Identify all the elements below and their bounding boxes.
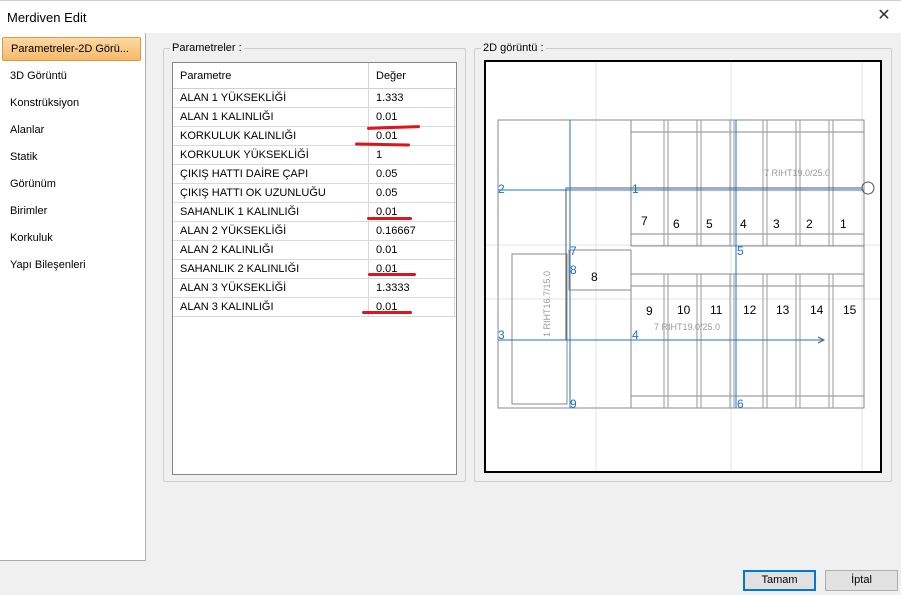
- stair-plan-drawing: 1 2 3 4 5 6 7 8 9 7 RIHT19.0/25.0 7 RIHT…: [486, 62, 880, 471]
- table-row[interactable]: ALAN 1 KALINLIĞI 0.01: [173, 108, 456, 127]
- param-value[interactable]: 0.16667: [376, 225, 416, 237]
- flight-label-top: 7 RIHT19.0/25.0: [764, 168, 830, 178]
- param-name: ÇIKIŞ HATTI OK UZUNLUĞU: [180, 187, 326, 199]
- param-name: ALAN 2 KALINLIĞI: [180, 244, 274, 256]
- param-value[interactable]: 0.01: [376, 130, 398, 142]
- sidebar-item-static[interactable]: Statik: [10, 151, 38, 163]
- table-row[interactable]: KORKULUK KALINLIĞI 0.01: [173, 127, 456, 146]
- param-value[interactable]: 1: [376, 149, 383, 161]
- param-value[interactable]: 0.01: [376, 263, 398, 275]
- param-name: ÇIKIŞ HATTI DAİRE ÇAPI: [180, 168, 309, 180]
- axis-label: 6: [737, 397, 744, 411]
- param-name: KORKULUK KALINLIĞI: [180, 130, 297, 142]
- step-number: 12: [743, 303, 757, 317]
- flight-label-bottom: 7 RIHT19.0/25.0: [654, 322, 720, 332]
- table-row[interactable]: ÇIKIŞ HATTI DAİRE ÇAPI 0.05: [173, 165, 456, 184]
- stair-preview-canvas[interactable]: 1 2 3 4 5 6 7 8 9 7 RIHT19.0/25.0 7 RIHT…: [484, 60, 882, 473]
- param-value[interactable]: 0.01: [376, 206, 398, 218]
- axis-label: 1: [632, 182, 639, 196]
- axis-label: 5: [737, 244, 744, 258]
- param-name: ALAN 2 YÜKSEKLİĞİ: [180, 225, 287, 237]
- sidebar-item-building-components[interactable]: Yapı Bileşenleri: [10, 259, 86, 271]
- param-value[interactable]: 0.01: [376, 244, 398, 256]
- axis-label: 4: [632, 328, 639, 342]
- step-number: 2: [806, 217, 813, 231]
- step-number: 13: [776, 303, 790, 317]
- flight-label-side: 1 RIHT16.7/15.0: [542, 271, 552, 337]
- step-number: 7: [641, 214, 648, 228]
- table-row[interactable]: ÇIKIŞ HATTI OK UZUNLUĞU 0.05: [173, 184, 456, 203]
- param-value[interactable]: 0.01: [376, 111, 398, 123]
- step-number: 6: [673, 217, 680, 231]
- table-row[interactable]: ALAN 3 KALINLIĞI 0.01: [173, 298, 456, 317]
- table-row[interactable]: SAHANLIK 2 KALINLIĞI 0.01: [173, 260, 456, 279]
- column-header-value[interactable]: Değer: [376, 70, 406, 82]
- red-underline-mark: [368, 273, 416, 276]
- param-value[interactable]: 0.05: [376, 168, 398, 180]
- step-number: 4: [740, 217, 747, 231]
- red-underline-mark: [362, 311, 412, 314]
- close-icon[interactable]: ✕: [877, 7, 891, 24]
- preview-group-label: 2D görüntü :: [481, 42, 546, 54]
- axis-label: 2: [498, 182, 505, 196]
- param-name: ALAN 1 KALINLIĞI: [180, 111, 274, 123]
- landing-number: 8: [591, 270, 598, 284]
- title-bar: Merdiven Edit ✕: [0, 0, 901, 33]
- table-row[interactable]: ALAN 3 YÜKSEKLİĞİ 1.3333: [173, 279, 456, 298]
- param-value[interactable]: 1.3333: [376, 282, 410, 294]
- param-name: ALAN 3 YÜKSEKLİĞİ: [180, 282, 287, 294]
- sidebar: Parametreler-2D Görü... 3D Görüntü Konst…: [0, 33, 146, 561]
- step-number: 10: [677, 303, 691, 317]
- step-number: 15: [843, 303, 857, 317]
- param-name: ALAN 3 KALINLIĞI: [180, 301, 274, 313]
- preview-group: 2D görüntü :: [474, 42, 892, 482]
- param-name: ALAN 1 YÜKSEKLİĞİ: [180, 92, 287, 104]
- step-number: 3: [773, 217, 780, 231]
- sidebar-item-construction[interactable]: Konstrüksiyon: [10, 97, 80, 109]
- sidebar-item-railing[interactable]: Korkuluk: [10, 232, 53, 244]
- sidebar-item-units[interactable]: Birimler: [10, 205, 48, 217]
- step-number: 14: [810, 303, 824, 317]
- parameters-group: Parametreler :: [163, 42, 466, 482]
- red-underline-mark: [367, 217, 412, 220]
- axis-label: 9: [570, 397, 577, 411]
- param-name: SAHANLIK 2 KALINLIĞI: [180, 263, 300, 275]
- table-row[interactable]: ALAN 2 YÜKSEKLİĞİ 0.16667: [173, 222, 456, 241]
- axis-label: 7: [570, 244, 577, 258]
- ok-button[interactable]: Tamam: [743, 570, 816, 591]
- step-number: 9: [646, 304, 653, 318]
- sidebar-item-view[interactable]: Görünüm: [10, 178, 56, 190]
- sidebar-item-areas[interactable]: Alanlar: [10, 124, 45, 136]
- step-number: 1: [840, 217, 847, 231]
- table-row[interactable]: KORKULUK YÜKSEKLİĞİ 1: [173, 146, 456, 165]
- table-row[interactable]: ALAN 1 YÜKSEKLİĞİ 1.333: [173, 89, 456, 108]
- column-header-parameter[interactable]: Parametre: [180, 70, 232, 82]
- param-name: KORKULUK YÜKSEKLİĞİ: [180, 149, 309, 161]
- parameters-group-label: Parametreler :: [170, 42, 244, 54]
- sidebar-item-parameters-2d[interactable]: Parametreler-2D Görü...: [2, 37, 141, 61]
- param-name: SAHANLIK 1 KALINLIĞI: [180, 206, 300, 218]
- step-number: 11: [710, 303, 723, 317]
- param-value[interactable]: 1.333: [376, 92, 404, 104]
- step-number: 5: [706, 217, 713, 231]
- window-title: Merdiven Edit: [7, 10, 87, 25]
- axis-label: 3: [498, 328, 505, 342]
- parameter-list-header: Parametre Değer: [173, 63, 456, 89]
- parameter-list[interactable]: Parametre Değer ALAN 1 YÜKSEKLİĞİ 1.333 A…: [172, 62, 457, 475]
- param-value[interactable]: 0.01: [376, 301, 398, 313]
- param-value[interactable]: 0.05: [376, 187, 398, 199]
- axis-label: 8: [570, 263, 577, 277]
- table-row[interactable]: SAHANLIK 1 KALINLIĞI 0.01: [173, 203, 456, 222]
- table-row[interactable]: ALAN 2 KALINLIĞI 0.01: [173, 241, 456, 260]
- cancel-button[interactable]: İptal: [825, 570, 898, 591]
- sidebar-item-3d-view[interactable]: 3D Görüntü: [10, 70, 67, 82]
